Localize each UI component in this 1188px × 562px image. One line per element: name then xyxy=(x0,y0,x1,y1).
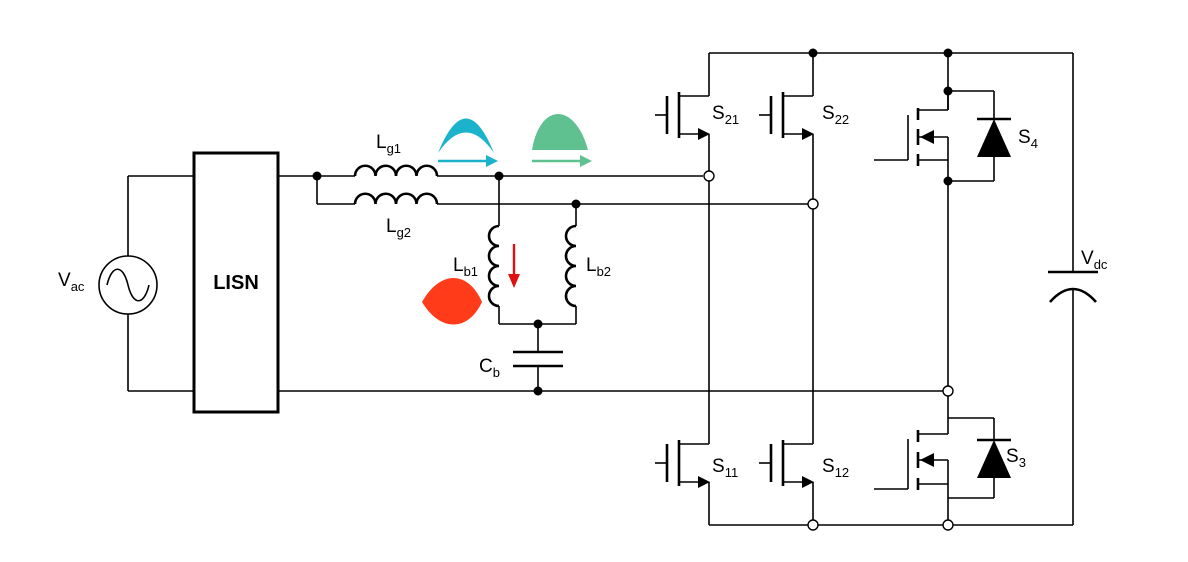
lb2-label: Lb2 xyxy=(586,255,611,279)
s11-label: S11 xyxy=(712,456,738,480)
capacitor-vdc xyxy=(1048,270,1098,303)
s3-label: S3 xyxy=(1006,446,1026,470)
s4-label: S4 xyxy=(1018,127,1038,151)
mosfet-s22 xyxy=(759,92,814,140)
current-indicator-lg1 xyxy=(438,118,498,167)
mosfet-s4 xyxy=(874,90,1011,182)
mosfet-s21 xyxy=(655,92,710,140)
inductor-lg2 xyxy=(353,192,439,205)
ac-source xyxy=(98,175,194,392)
lg2-label: Lg2 xyxy=(386,216,411,240)
lb1-label: Lb1 xyxy=(453,255,478,279)
mosfet-s3 xyxy=(874,417,1011,499)
junction-dots xyxy=(312,48,953,396)
lisn-box xyxy=(192,151,280,414)
inductor-lb1 xyxy=(487,224,500,308)
s21-label: S21 xyxy=(712,103,739,127)
vdc-label: Vdc xyxy=(1081,248,1108,272)
mosfet-s11 xyxy=(655,440,710,488)
wires xyxy=(278,52,1074,526)
lisn-label: LISN xyxy=(213,272,259,294)
capacitor-cb xyxy=(513,350,563,368)
current-indicator-lg2 xyxy=(532,114,592,167)
inductor-lb2 xyxy=(564,224,577,308)
open-terminals xyxy=(703,170,954,531)
lg1-label: Lg1 xyxy=(376,132,401,156)
inductor-lg1 xyxy=(353,164,439,177)
mosfet-s12 xyxy=(759,440,814,488)
s22-label: S22 xyxy=(822,103,849,127)
current-indicator-lb xyxy=(422,244,520,325)
s12-label: S12 xyxy=(822,456,849,480)
cb-label: Cb xyxy=(479,356,500,380)
vac-label: Vac xyxy=(58,270,85,294)
